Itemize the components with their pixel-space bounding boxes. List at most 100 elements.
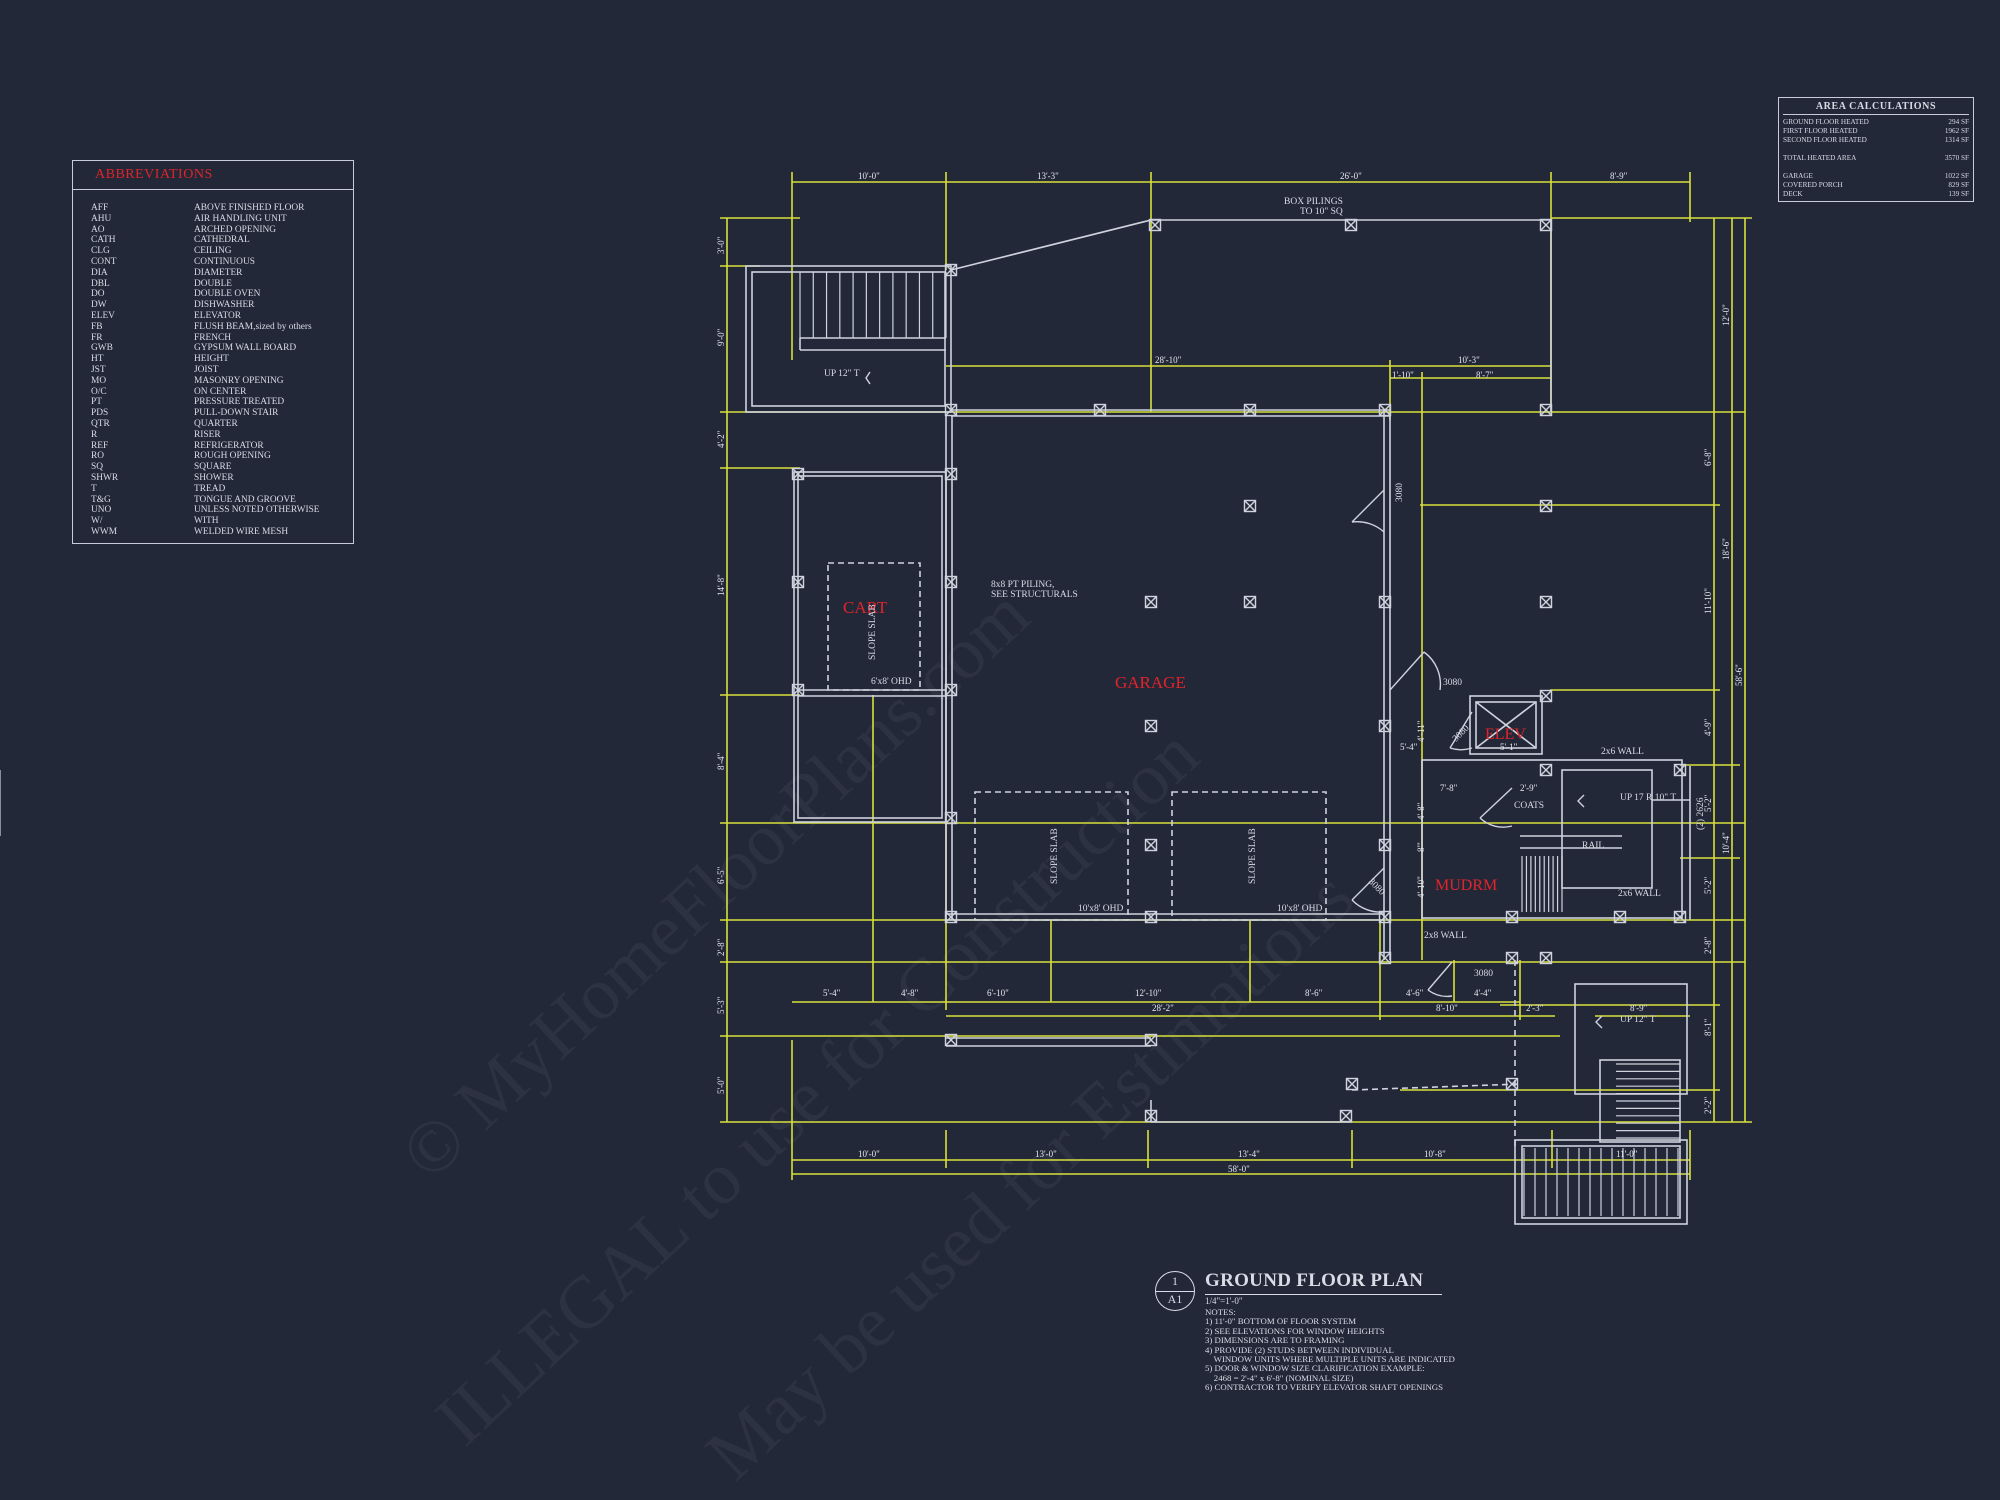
note-door-3080-e: 3080 bbox=[1474, 969, 1493, 979]
abbreviation-row: DO DOUBLE OVEN bbox=[91, 289, 320, 300]
dim-right-inner-8: 2'-2" bbox=[1703, 1096, 1713, 1114]
abbreviation-code: ELEV bbox=[91, 310, 115, 321]
piling-markers bbox=[791, 218, 1687, 1123]
abbreviation-code: WWM bbox=[91, 526, 118, 537]
dim-left-6: 6'-5" bbox=[716, 866, 726, 884]
piling-marker bbox=[1673, 910, 1687, 924]
area-value: 139 SF bbox=[1948, 190, 1969, 198]
piling-marker bbox=[944, 575, 958, 589]
dim-mid-3: 6'-10" bbox=[987, 988, 1009, 998]
abbreviation-meaning: PRESSURE TREATED bbox=[194, 397, 285, 408]
area-label: FIRST FLOOR HEATED bbox=[1783, 127, 1858, 135]
abbreviation-code: AHU bbox=[91, 213, 112, 224]
dim-left-7: 2'-8" bbox=[716, 938, 726, 956]
note-up-rear-stair: UP 12" T bbox=[1620, 1015, 1656, 1025]
piling-marker bbox=[1539, 595, 1553, 609]
area-value: 1962 SF bbox=[1944, 127, 1969, 135]
sheet-number: A1 bbox=[1167, 1292, 1183, 1306]
abbreviation-code: DW bbox=[91, 300, 107, 311]
piling-marker bbox=[1148, 218, 1162, 232]
abbreviation-meaning: WITH bbox=[194, 516, 219, 527]
dim-inner-top-3: 1'-10" bbox=[1392, 370, 1414, 380]
abbreviation-meaning: DOUBLE bbox=[194, 278, 233, 289]
abbreviation-row: SQ SQUARE bbox=[91, 462, 320, 473]
dim-top-1: 10'-0" bbox=[858, 171, 880, 181]
dim-inner-top-2: 10'-3" bbox=[1458, 355, 1480, 365]
abbreviation-meaning: ROUGH OPENING bbox=[194, 451, 271, 462]
stair-treads bbox=[0, 272, 1680, 1216]
abbreviation-code: CATH bbox=[91, 235, 116, 246]
dim-top-4: 8'-9" bbox=[1610, 171, 1628, 181]
abbreviation-meaning: GYPSUM WALL BOARD bbox=[194, 343, 297, 354]
abbreviation-meaning: PULL-DOWN STAIR bbox=[194, 408, 279, 419]
dim-elev-7: 4'-10" bbox=[1416, 876, 1426, 898]
piling-marker bbox=[944, 263, 958, 277]
dim-top-2: 13'-3" bbox=[1037, 171, 1059, 181]
abbreviation-meaning: FLUSH BEAM,sized by others bbox=[194, 321, 312, 332]
abbreviation-code: REF bbox=[91, 440, 109, 451]
drawing-title: GROUND FLOOR PLAN bbox=[1205, 1270, 1424, 1291]
abbreviation-meaning: DIAMETER bbox=[194, 267, 243, 278]
abbreviation-code: SQ bbox=[91, 462, 103, 473]
room-label-elev: ELEV bbox=[1485, 726, 1526, 743]
piling-marker bbox=[1339, 1109, 1353, 1123]
dim-mid-total-1: 28'-2" bbox=[1152, 1003, 1174, 1013]
note-rail: RAIL bbox=[1582, 841, 1604, 851]
area-label: DECK bbox=[1783, 190, 1803, 198]
piling-marker bbox=[944, 403, 958, 417]
dim-elev-8: 8'" bbox=[1416, 842, 1426, 852]
piling-marker bbox=[1539, 218, 1553, 232]
abbreviation-code: T&G bbox=[91, 494, 111, 505]
abbreviation-code: CLG bbox=[91, 246, 110, 257]
dim-right-total: 58'-6" bbox=[1734, 664, 1744, 686]
dim-elev-1: 5'-4" bbox=[1400, 742, 1418, 752]
dim-left-5: 8'-4" bbox=[716, 752, 726, 770]
piling-marker bbox=[1144, 1109, 1158, 1123]
area-value: 1314 SF bbox=[1944, 136, 1969, 144]
abbreviation-code: DO bbox=[91, 289, 105, 300]
area-label: GARAGE bbox=[1783, 172, 1813, 180]
abbreviation-meaning: SQUARE bbox=[194, 462, 232, 473]
area-label: SECOND FLOOR HEATED bbox=[1783, 136, 1867, 144]
dim-elev-2: 5'-1" bbox=[1500, 742, 1518, 752]
dim-right-inner-5: 5'-2" bbox=[1703, 876, 1713, 894]
abbreviation-meaning: QUARTER bbox=[194, 418, 238, 429]
piling-marker bbox=[1539, 951, 1553, 965]
abbreviation-code: JST bbox=[91, 364, 106, 375]
note-pt-piling: 8x8 PT PILING, bbox=[991, 580, 1054, 590]
dim-left-9: 5'-0" bbox=[716, 1076, 726, 1094]
dim-right-mid-1: 12'-0" bbox=[1721, 304, 1731, 326]
abbreviation-meaning: UNLESS NOTED OTHERWISE bbox=[194, 505, 320, 516]
piling-marker bbox=[1505, 951, 1519, 965]
area-calculations-divider bbox=[1783, 114, 1969, 115]
abbreviation-code: T bbox=[91, 483, 97, 494]
note-pt-piling-2: SEE STRUCTURALS bbox=[991, 590, 1078, 600]
note-door-3080-a: 3080 bbox=[1395, 483, 1405, 502]
note-cart-ohd: 6'x8' OHD bbox=[871, 677, 912, 687]
abbreviations-divider bbox=[73, 189, 353, 190]
note-2x6-wall-b: 2x6 WALL bbox=[1618, 889, 1661, 899]
area-row: DECK 139 SF bbox=[1783, 190, 1969, 199]
note-box-pilings-2: TO 10" SQ bbox=[1300, 207, 1343, 217]
dim-elev-4: 7'-8" bbox=[1440, 783, 1458, 793]
abbreviation-meaning: AIR HANDLING UNIT bbox=[194, 213, 287, 224]
piling-marker bbox=[1613, 910, 1627, 924]
dim-bottom-1: 10'-0" bbox=[858, 1149, 880, 1159]
door-swings bbox=[1351, 489, 1513, 998]
dim-bottom-5: 11'-0" bbox=[1616, 1149, 1638, 1159]
abbreviation-meaning: DOUBLE OVEN bbox=[194, 289, 261, 300]
